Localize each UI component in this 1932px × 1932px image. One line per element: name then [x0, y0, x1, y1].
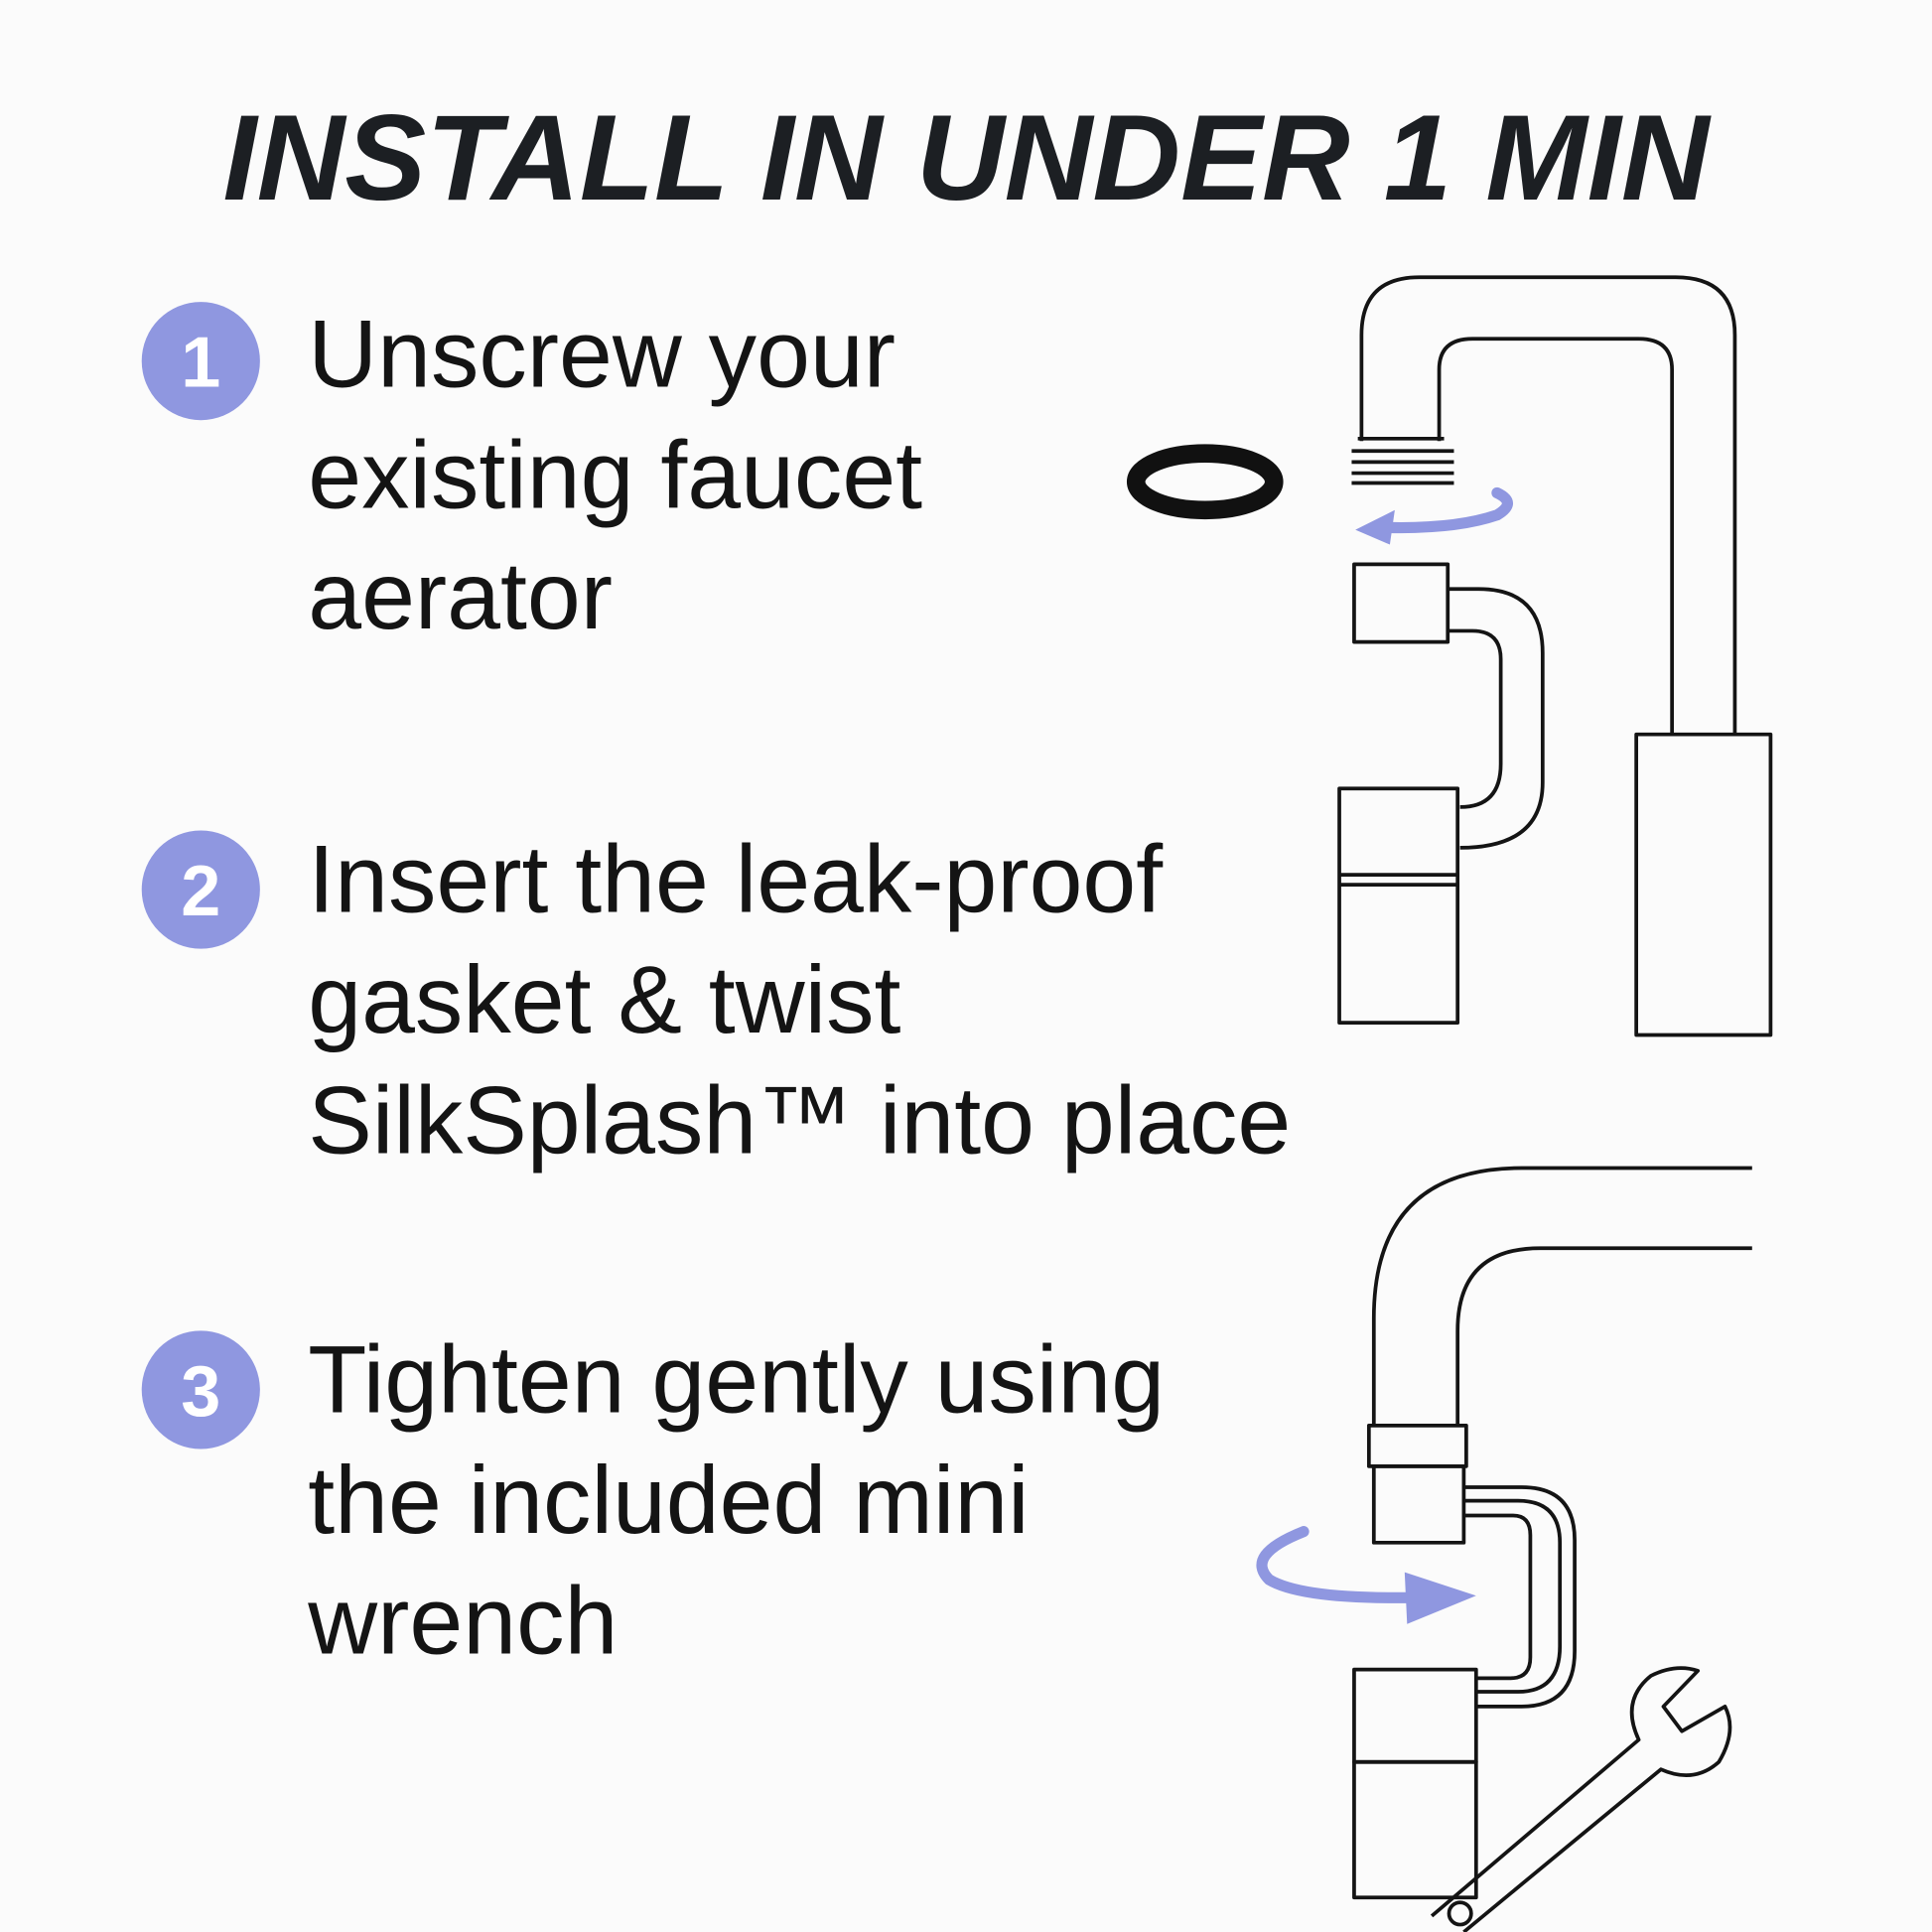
step-text-line: the included mini [308, 1446, 1029, 1554]
step-text-line: aerator [308, 541, 613, 649]
page-title: INSTALL IN UNDER 1 MIN [222, 90, 1711, 226]
gasket-icon [1126, 444, 1284, 520]
step-number-badge [141, 302, 260, 421]
step-number: 3 [181, 1352, 220, 1432]
step-number: 1 [181, 324, 220, 403]
step-text-line: Unscrew your [308, 300, 896, 408]
wrench-icon [1430, 1666, 1732, 1932]
step-3: 3 Tighten gently using the included mini… [141, 1324, 1165, 1675]
rotate-arrow-icon [1355, 486, 1513, 545]
step-text-line: existing faucet [308, 420, 922, 528]
step-1: 1 Unscrew your existing faucet aerator [141, 300, 922, 649]
step-text-line: wrench [307, 1567, 618, 1675]
step-text-line: gasket & twist [308, 945, 900, 1053]
faucet-illustration-bottom [1256, 1166, 1752, 1932]
rotate-arrow-icon [1256, 1526, 1476, 1624]
step-number-badge [141, 830, 260, 949]
step-number: 2 [181, 852, 220, 931]
step-text-line: Insert the leak-proof [308, 824, 1164, 932]
step-2: 2 Insert the leak-proof gasket & twist S… [141, 824, 1291, 1174]
step-text-line: Tighten gently using [308, 1324, 1165, 1433]
step-number-badge [141, 1330, 260, 1449]
thread-icon [1351, 436, 1454, 485]
faucet-illustration-top [1126, 275, 1773, 1037]
step-text-line: SilkSplash™ into place [308, 1066, 1291, 1174]
